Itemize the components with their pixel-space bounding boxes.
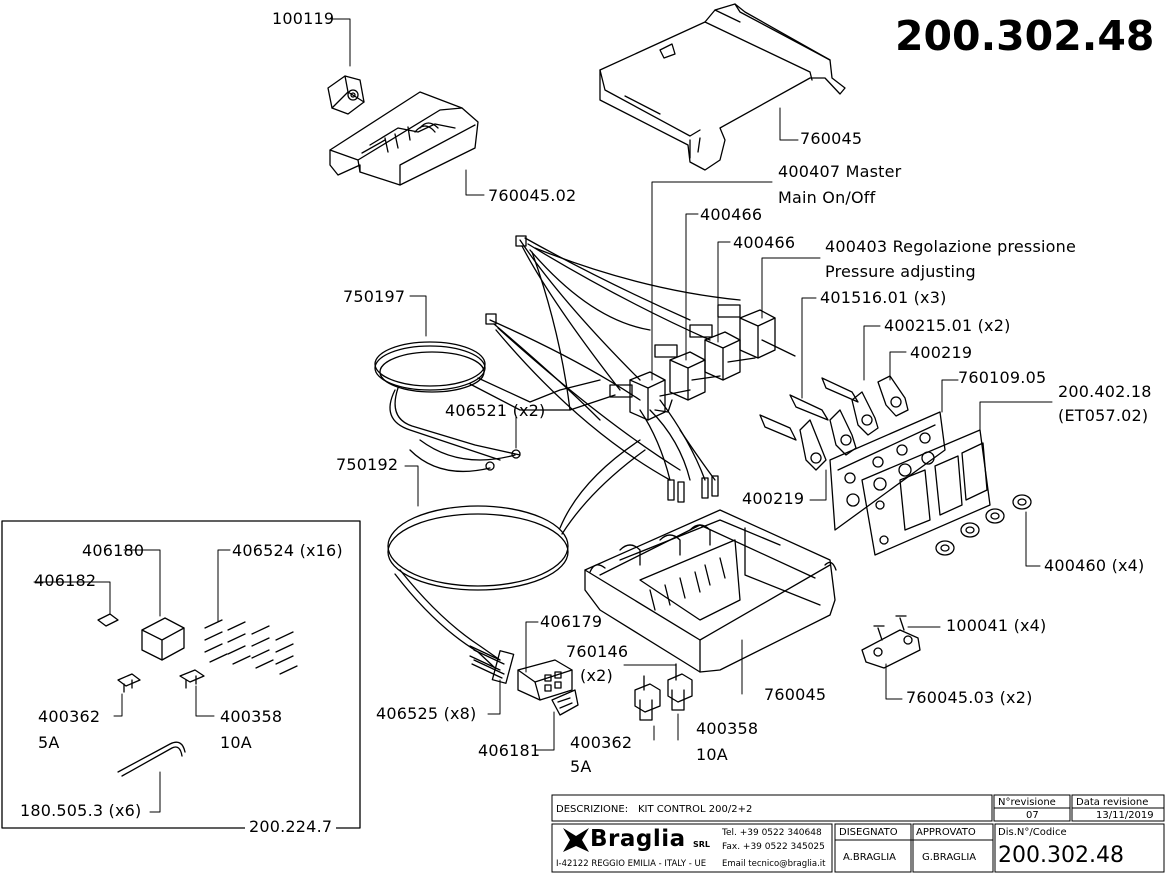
label-406521: 406521 (x2) xyxy=(445,401,546,420)
label-406182: 406182 xyxy=(34,571,97,590)
label-100041: 100041 (x4) xyxy=(946,616,1047,635)
label-400362-a: 400362 xyxy=(570,733,633,752)
label-400219-top: 400219 xyxy=(910,343,973,362)
part-levers xyxy=(799,375,909,471)
label-200402-line2: (ET057.02) xyxy=(1058,406,1149,425)
label-200402-line1: 200.402.18 xyxy=(1058,382,1152,401)
part-400362-fuse xyxy=(117,673,141,693)
label-401516: 401516.01 (x3) xyxy=(820,288,947,307)
label-400219-bottom: 400219 xyxy=(742,489,805,508)
label-400403-line2: Pressure adjusting xyxy=(825,262,976,281)
part-100119-knob xyxy=(327,75,365,115)
kit-box-200224 xyxy=(1,520,361,829)
label-750197: 750197 xyxy=(343,287,406,306)
label-400460: 400460 (x4) xyxy=(1044,556,1145,575)
label-760045-cover: 760045 xyxy=(800,129,863,148)
part-406524-pins xyxy=(204,619,298,675)
part-180505-cables xyxy=(117,741,186,777)
label-400466-b: 400466 xyxy=(733,233,796,252)
part-406180-connector xyxy=(141,617,185,661)
label-760045-tray: 760045 xyxy=(764,685,827,704)
part-200402-plate xyxy=(861,429,991,556)
part-406181-lock xyxy=(551,689,579,716)
label-400362-b: 5A xyxy=(570,757,592,776)
part-750197-coil xyxy=(374,341,616,461)
tb-address: I-42122 REGGIO EMILIA - ITALY - UE xyxy=(556,859,707,869)
part-400460-nuts xyxy=(935,494,1032,556)
tb-revision-value: 07 xyxy=(1026,810,1039,821)
part-760045-tray xyxy=(584,509,837,673)
part-760109-panel xyxy=(829,411,946,531)
label-400362-inset-a: 400362 xyxy=(38,707,101,726)
part-760045-cover xyxy=(599,3,846,171)
label-100119: 100119 xyxy=(272,9,335,28)
braglia-logo-icon xyxy=(563,828,589,852)
part-406182 xyxy=(97,613,119,627)
label-760045-03: 760045.03 (x2) xyxy=(906,688,1033,707)
label-400358-inset-b: 10A xyxy=(220,733,252,752)
part-760045-03-clamp xyxy=(861,629,921,669)
label-400215: 400215.01 (x2) xyxy=(884,316,1011,335)
tb-descrizione-value: KIT CONTROL 200/2+2 xyxy=(638,804,753,815)
label-760146-line2: (x2) xyxy=(580,666,613,685)
label-406525: 406525 (x8) xyxy=(376,704,477,723)
tb-revision-date-value: 13/11/2019 xyxy=(1096,810,1154,821)
part-400358-fuse xyxy=(179,669,205,689)
label-400407-line1: 400407 Master xyxy=(778,162,902,181)
tb-approvato-label: APPROVATO xyxy=(916,827,976,838)
wire-connectors xyxy=(485,235,719,503)
label-760045-02: 760045.02 xyxy=(488,186,577,205)
part-760045-02 xyxy=(329,91,479,186)
wiring-harness xyxy=(409,237,741,481)
label-200224: 200.224.7 xyxy=(245,818,337,836)
label-400358-inset-a: 400358 xyxy=(220,707,283,726)
label-400407-line2: Main On/Off xyxy=(778,188,876,207)
label-406524: 406524 (x16) xyxy=(232,541,343,560)
label-406180: 406180 xyxy=(82,541,145,560)
label-400403-line1: 400403 Regolazione pressione xyxy=(825,237,1077,256)
label-400466-a: 400466 xyxy=(700,205,763,224)
tb-revision-date-label: Data revisione xyxy=(1076,797,1149,808)
label-400358-b: 10A xyxy=(696,745,728,764)
label-406181: 406181 xyxy=(478,741,541,760)
label-400362-inset-b: 5A xyxy=(38,733,60,752)
leader-lines xyxy=(33,18,1053,813)
tb-disegnato-value: A.BRAGLIA xyxy=(843,852,897,863)
tb-code-label: Dis.N°/Codice xyxy=(998,827,1067,838)
tb-company-suffix: SRL xyxy=(693,840,711,849)
part-401516-buttons xyxy=(759,377,859,441)
label-760109: 760109.05 xyxy=(958,368,1047,387)
tb-revision-label: N°revisione xyxy=(998,797,1056,808)
tb-email: Email tecnico@braglia.it xyxy=(722,859,826,869)
title-block-frame xyxy=(551,794,1165,873)
label-406179: 406179 xyxy=(540,612,603,631)
label-180505: 180.505.3 (x6) xyxy=(20,801,142,820)
part-750192-coil xyxy=(387,439,646,669)
part-switches xyxy=(609,304,796,421)
tb-tel: Tel. +39 0522 340648 xyxy=(722,828,822,838)
part-406525-terminals xyxy=(469,645,515,684)
part-100041-screws xyxy=(873,615,907,641)
tb-disegnato-label: DISEGNATO xyxy=(839,827,898,838)
tb-approvato-value: G.BRAGLIA xyxy=(922,852,977,863)
tb-company: Braglia xyxy=(590,826,686,852)
part-406179-connector xyxy=(517,659,573,701)
label-750192: 750192 xyxy=(336,455,399,474)
tb-descrizione-label: DESCRIZIONE: xyxy=(556,804,629,815)
label-760146-line1: 760146 xyxy=(566,642,629,661)
label-400358-a: 400358 xyxy=(696,719,759,738)
tb-fax: Fax. +39 0522 345025 xyxy=(722,842,825,852)
part-760146-fuse-holders xyxy=(634,663,693,721)
drawing-code-title: 200.302.48 xyxy=(895,12,1155,60)
tb-code-value: 200.302.48 xyxy=(998,843,1124,868)
